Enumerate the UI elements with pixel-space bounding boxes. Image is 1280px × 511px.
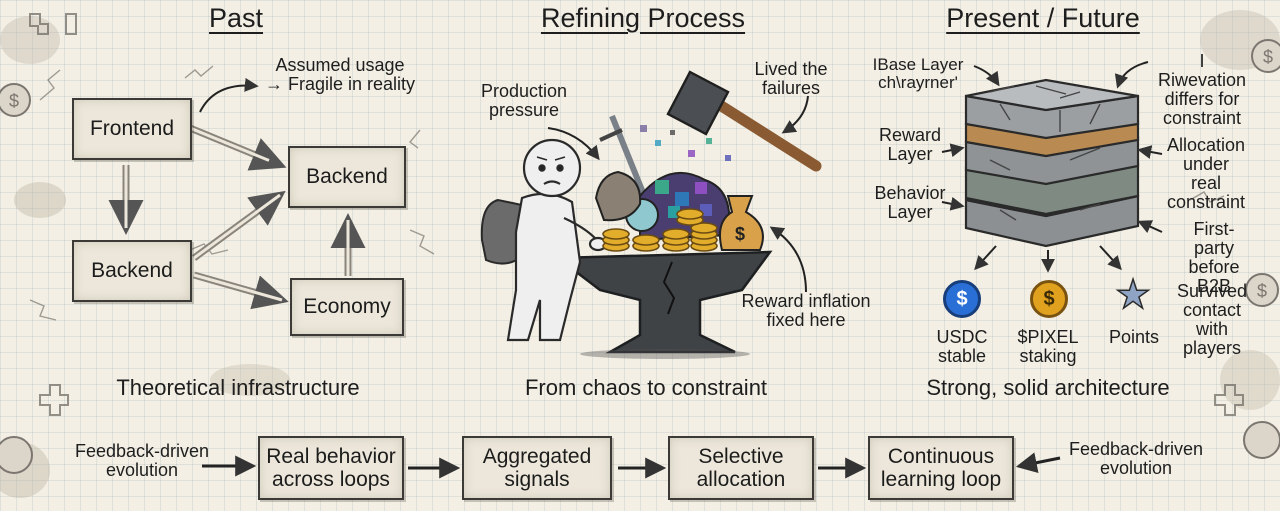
assumed-usage-note: Assumed usage → Fragile in reality <box>264 55 416 94</box>
pixel-coin-icon: $ <box>1030 280 1068 318</box>
past-arrows <box>108 77 366 310</box>
pixel-label: $PIXEL staking <box>1017 327 1079 366</box>
money-bag-icon: $ <box>594 170 764 251</box>
present-arrows <box>941 61 1163 273</box>
flow-right-note: Feedback-driven evolution <box>1068 439 1204 478</box>
decorative-cracks <box>29 65 1225 321</box>
anvil-icon <box>554 250 773 359</box>
usdc-label: USDC stable <box>936 327 988 366</box>
svg-text:$: $ <box>1263 47 1273 67</box>
star-icon: ★ <box>1114 272 1151 318</box>
refining-arrows <box>547 95 809 293</box>
hammer-icon <box>666 70 822 172</box>
production-pressure-note: Production pressure <box>480 81 568 120</box>
svg-text:$: $ <box>9 91 19 111</box>
corner-coin-icon: $ $ $ <box>0 39 1280 474</box>
caption-refining: From chaos to constraint <box>524 375 768 400</box>
usdc-coin-icon: $ <box>943 280 981 318</box>
flow-step-real-behavior: Real behavior across loops <box>258 436 404 500</box>
layer-stack-icon <box>964 78 1140 248</box>
refining-illustration: $ <box>480 70 822 359</box>
backend-left-box: Backend <box>72 240 192 302</box>
flow-arrows <box>202 452 1061 479</box>
reward-layer-note: Reward Layer <box>878 125 942 164</box>
behavior-layer-note: Behavior Layer <box>874 183 946 222</box>
points-label: Points <box>1108 327 1160 347</box>
pixel-particles <box>640 125 731 161</box>
flow-left-note: Feedback-driven evolution <box>74 441 210 480</box>
right-note-1: I Riwevation differs for constraint <box>1157 51 1247 128</box>
right-note-3: First-party before B2B <box>1188 219 1240 296</box>
frontend-box: Frontend <box>72 98 192 160</box>
flow-step-aggregated-signals: Aggregated signals <box>462 436 612 500</box>
section-title-refining: Refining Process <box>540 3 746 33</box>
svg-text:$: $ <box>1257 281 1267 301</box>
right-note-2: Allocation under real constraint <box>1166 135 1246 212</box>
section-title-present: Present / Future <box>946 3 1140 33</box>
caption-present: Strong, solid architecture <box>926 375 1170 400</box>
flow-step-continuous-learning: Continuous learning loop <box>868 436 1014 500</box>
svg-text:$: $ <box>735 224 745 244</box>
right-note-4: Survived contact with players <box>1176 281 1248 358</box>
base-layer-note: IBase Layer ch\rayrner' <box>872 55 964 92</box>
caption-past: Theoretical infrastructure <box>116 375 360 400</box>
backend-top-box: Backend <box>288 146 406 208</box>
coin-stack-icon <box>602 208 718 252</box>
section-title-past: Past <box>208 3 264 33</box>
economy-box: Economy <box>290 278 404 336</box>
flow-step-selective-allocation: Selective allocation <box>668 436 814 500</box>
puzzle-doodle-icon <box>29 13 1244 416</box>
stick-figure-icon <box>506 138 608 342</box>
decorative-stains <box>0 10 1280 498</box>
lived-failures-note: Lived the failures <box>754 59 828 98</box>
reward-inflation-note: Reward inflation fixed here <box>741 291 871 330</box>
